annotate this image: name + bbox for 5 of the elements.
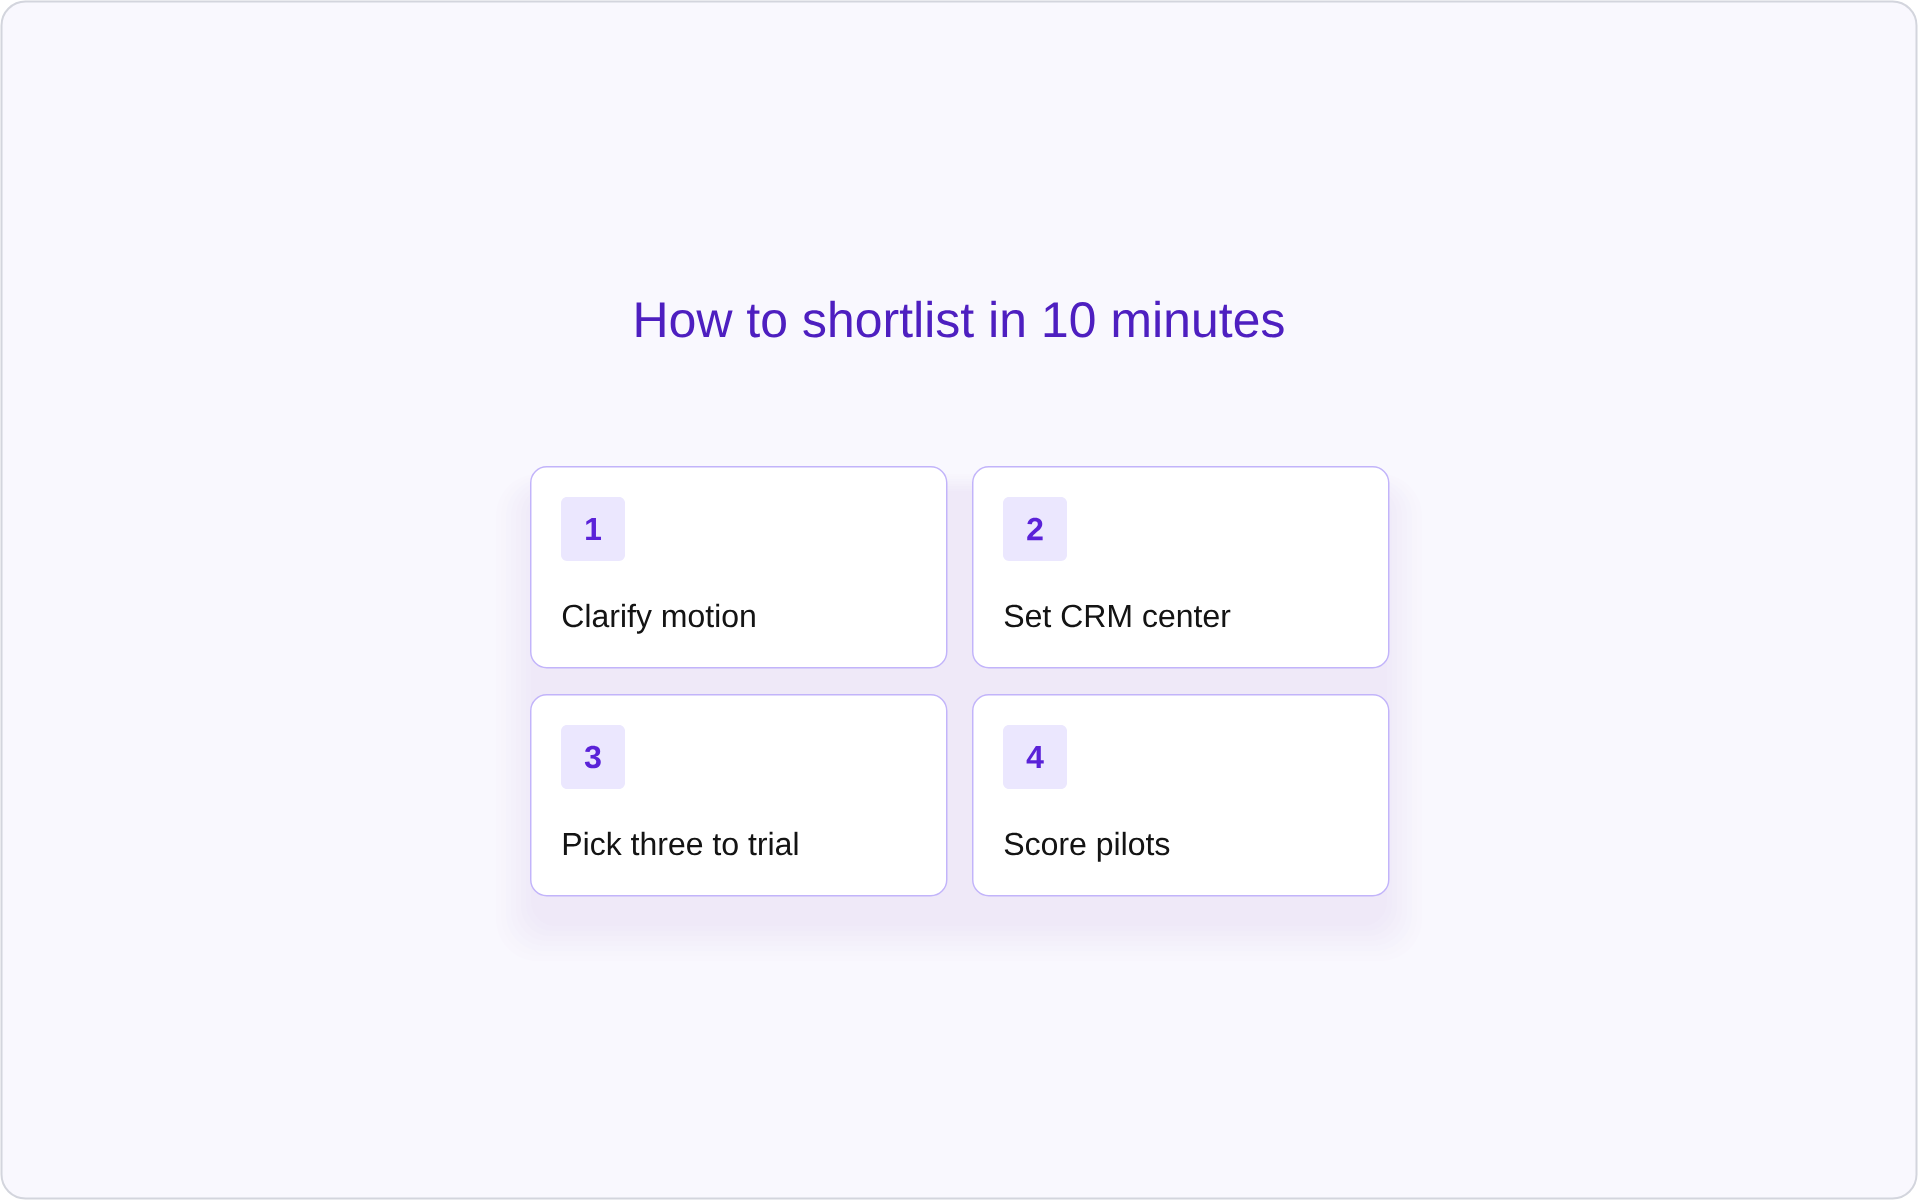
number-badge: 1 (561, 497, 625, 561)
number-badge: 4 (1003, 725, 1067, 789)
number-badge: 2 (1003, 497, 1067, 561)
number-badge: 3 (561, 725, 625, 789)
title: How to shortlist in 10 minutes (636, 300, 1284, 338)
